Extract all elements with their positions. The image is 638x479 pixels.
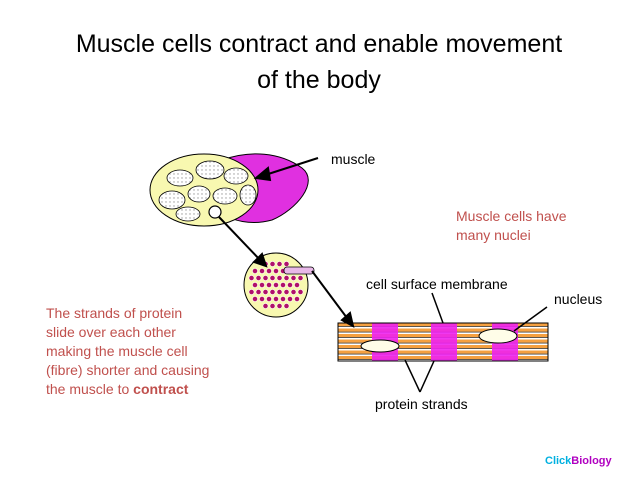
fibre-nucleus	[478, 328, 518, 344]
fibre-dot	[283, 289, 290, 295]
fibre-nucleus	[360, 339, 400, 353]
fibre-dot	[255, 289, 262, 295]
pointer-nucleus	[513, 306, 548, 332]
fibre-dot	[294, 282, 300, 288]
fibre-dot	[269, 303, 276, 309]
label-nucleus: nucleus	[554, 291, 603, 307]
selected-bundle	[208, 205, 222, 219]
fibre-bundle	[243, 252, 315, 318]
muscle-cross-section	[149, 153, 309, 227]
fibre-dot	[276, 303, 283, 309]
pointer-lines	[218, 157, 548, 393]
fibre-dot	[248, 289, 255, 295]
brand-part-1: Click	[545, 455, 572, 467]
fibre-dot	[252, 268, 258, 274]
fibre-dot	[269, 261, 276, 267]
fibre-dot	[266, 268, 272, 274]
fibre-dot	[252, 296, 258, 302]
fibre-dot	[273, 268, 279, 274]
note-contract-bold: contract	[133, 381, 189, 397]
pointer-protein-1	[404, 359, 421, 393]
fibre-dot	[297, 275, 304, 281]
fibre-dot	[273, 282, 279, 288]
fibre-dot	[262, 289, 269, 295]
note-nuclei-line-2: many nuclei	[456, 227, 531, 243]
fibre-dot	[255, 275, 262, 281]
muscle-fibre	[337, 322, 549, 362]
fibre-dot	[269, 289, 276, 295]
muscle-bundle	[187, 185, 211, 203]
fibre-dot	[262, 275, 269, 281]
label-protein-strands: protein strands	[375, 396, 468, 412]
arrow-fibre-head	[340, 311, 355, 328]
fibre-dot	[259, 268, 265, 274]
fibre-dot	[283, 303, 290, 309]
note-contract-line-4: (fibre) shorter and causing	[46, 362, 210, 378]
fibre-dot	[262, 303, 269, 309]
page-title: Muscle cells contract and enable movemen…	[0, 26, 638, 98]
fibre-dot	[276, 289, 283, 295]
note-contract: The strands of protein slide over each o…	[46, 304, 209, 399]
muscle-bundle	[212, 187, 238, 205]
fibre-dot	[259, 296, 265, 302]
arrow-muscle-head	[253, 166, 272, 182]
title-line-1: Muscle cells contract and enable movemen…	[75, 30, 563, 58]
label-cell-surface-membrane: cell surface membrane	[366, 276, 508, 292]
pointer-protein-2	[419, 360, 435, 393]
arrow-fibre	[311, 270, 351, 323]
fibre-dot	[294, 296, 300, 302]
fibre-dot	[252, 282, 258, 288]
muscle-bundle	[239, 184, 257, 206]
fibre-dot	[280, 296, 286, 302]
pointer-membrane	[431, 292, 444, 324]
single-fibre-pulled-out	[283, 266, 315, 275]
fibre-dot	[259, 282, 265, 288]
note-contract-line-1: The strands of protein	[46, 305, 183, 321]
fibre-dot	[269, 275, 276, 281]
fibre-band	[431, 323, 457, 361]
note-contract-line-3: making the muscle cell	[46, 343, 188, 359]
muscle-bundle	[158, 190, 186, 210]
fibre-dot	[290, 289, 297, 295]
muscle-bundle	[175, 206, 201, 222]
fibre-dot	[276, 261, 283, 267]
title-line-2: of the body	[257, 66, 381, 94]
arrow-zoom	[218, 216, 263, 263]
label-muscle: muscle	[331, 151, 376, 167]
arrow-muscle	[261, 157, 319, 177]
note-contract-prefix: the muscle to	[46, 381, 134, 397]
fibre-dot	[276, 275, 283, 281]
muscle-bundle	[166, 169, 194, 187]
fibre-dot	[290, 275, 297, 281]
fibre-dot	[287, 282, 293, 288]
note-contract-line-2: slide over each other	[46, 324, 176, 340]
note-many-nuclei: Muscle cells have many nuclei	[456, 207, 567, 245]
arrow-zoom-head	[252, 252, 268, 268]
note-nuclei-line-1: Muscle cells have	[456, 208, 567, 224]
fibre-dot	[297, 289, 304, 295]
fibre-dot	[283, 275, 290, 281]
fibre-dot	[273, 296, 279, 302]
fibre-dot	[266, 282, 272, 288]
brand-logo: ClickBiology	[545, 455, 612, 467]
muscle-bundle	[223, 167, 249, 185]
fibre-dot	[248, 275, 255, 281]
note-contract-line-5: the muscle to contract	[46, 380, 209, 399]
muscle-bundle	[195, 160, 225, 180]
fibre-dot	[283, 261, 290, 267]
fibre-dot	[266, 296, 272, 302]
brand-part-2: Biology	[571, 455, 612, 467]
fibre-dot	[280, 282, 286, 288]
fibre-dot	[287, 296, 293, 302]
